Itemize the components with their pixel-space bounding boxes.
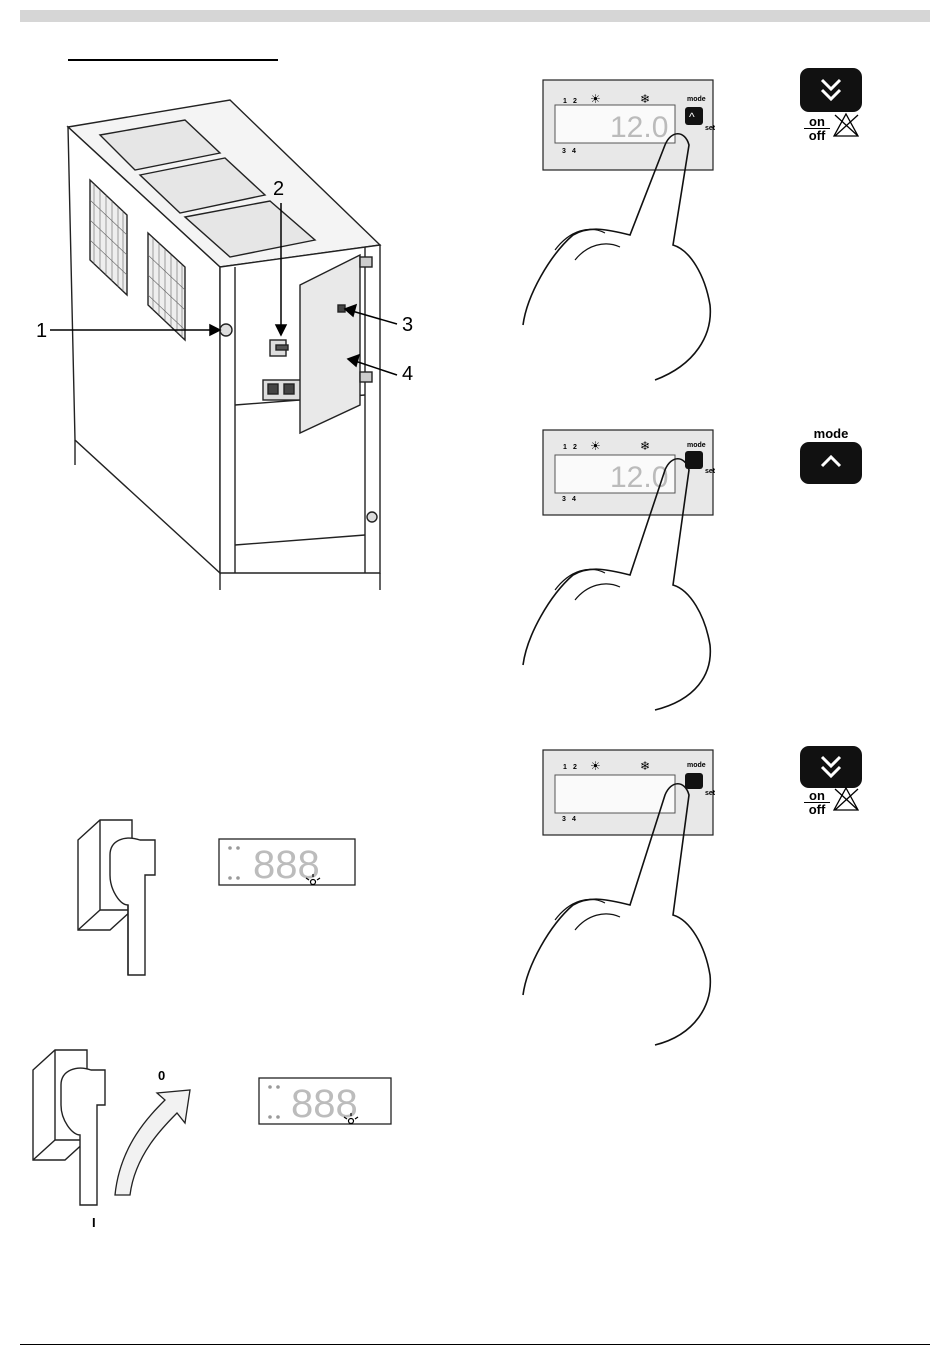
defrost-off-icon xyxy=(832,786,860,812)
set-label: set xyxy=(705,790,716,797)
rotation-arrow-icon xyxy=(115,1090,190,1195)
main-switch-handle-rotate: 0 I xyxy=(25,1045,205,1235)
up-button-icon xyxy=(800,442,862,484)
set-label: set xyxy=(705,125,716,132)
lcd-display-888-2: 888 xyxy=(258,1077,394,1127)
footer-rule xyxy=(20,1344,930,1345)
machine-illustration: 1 2 3 4 xyxy=(30,95,470,600)
lcd-value: 12.0 xyxy=(610,461,668,494)
indicator-3: 3 xyxy=(562,496,566,503)
down-button-icon xyxy=(800,68,862,112)
lcd-value: 888 xyxy=(253,843,320,887)
controller-panel-3: 1 2 3 4 ☀ ❄ mode set xyxy=(515,745,725,1050)
callout-3: 3 xyxy=(402,314,413,336)
lcd-display-888-1: 888 xyxy=(218,838,356,888)
main-switch-handle-on xyxy=(70,815,170,980)
mode-label: mode xyxy=(687,96,706,103)
sun-icon: ☀ xyxy=(590,439,601,453)
indicator-4: 4 xyxy=(572,816,576,823)
section-heading-underline xyxy=(68,59,278,61)
snowflake-icon: ❄ xyxy=(640,439,650,453)
mode-label: mode xyxy=(687,762,706,769)
snowflake-icon: ❄ xyxy=(640,759,650,773)
set-label: set xyxy=(705,468,716,475)
controller-panel-2: 1 2 3 4 ☀ ❄ 12.0 mode set xyxy=(515,425,725,715)
sun-icon: ☀ xyxy=(590,92,601,106)
callout-2: 2 xyxy=(273,178,284,200)
indicator-2: 2 xyxy=(573,764,577,771)
on-label: on xyxy=(804,789,830,803)
top-header-bar xyxy=(20,10,930,22)
lcd-value: 888 xyxy=(291,1082,358,1126)
sun-icon: ☀ xyxy=(590,759,601,773)
up-arrow-icon: ^ xyxy=(689,110,695,124)
indicator-3: 3 xyxy=(562,148,566,155)
position-i-label: I xyxy=(92,1215,96,1230)
defrost-off-icon xyxy=(832,112,860,138)
up-button[interactable] xyxy=(685,773,703,789)
off-label: off xyxy=(804,803,830,816)
indicator-2: 2 xyxy=(573,98,577,105)
down-button-icon-2 xyxy=(800,746,862,788)
lcd-value: 12.0 xyxy=(610,111,668,144)
indicator-2: 2 xyxy=(573,444,577,451)
snowflake-icon: ❄ xyxy=(640,92,650,106)
indicator-1: 1 xyxy=(563,444,567,451)
indicator-3: 3 xyxy=(562,816,566,823)
mode-label: mode xyxy=(687,442,706,449)
position-0-label: 0 xyxy=(158,1068,165,1083)
indicator-1: 1 xyxy=(563,764,567,771)
controller-panel-1: 1 2 3 4 ☀ ❄ 12.0 mode ^ set xyxy=(515,75,725,385)
indicator-1: 1 xyxy=(563,98,567,105)
off-label: off xyxy=(804,129,830,142)
indicator-4: 4 xyxy=(572,148,576,155)
callout-4: 4 xyxy=(402,363,413,385)
mode-icon-label: mode xyxy=(800,426,862,441)
callout-1: 1 xyxy=(36,320,47,342)
on-label: on xyxy=(804,115,830,129)
indicator-4: 4 xyxy=(572,496,576,503)
pointing-hand xyxy=(523,134,710,380)
